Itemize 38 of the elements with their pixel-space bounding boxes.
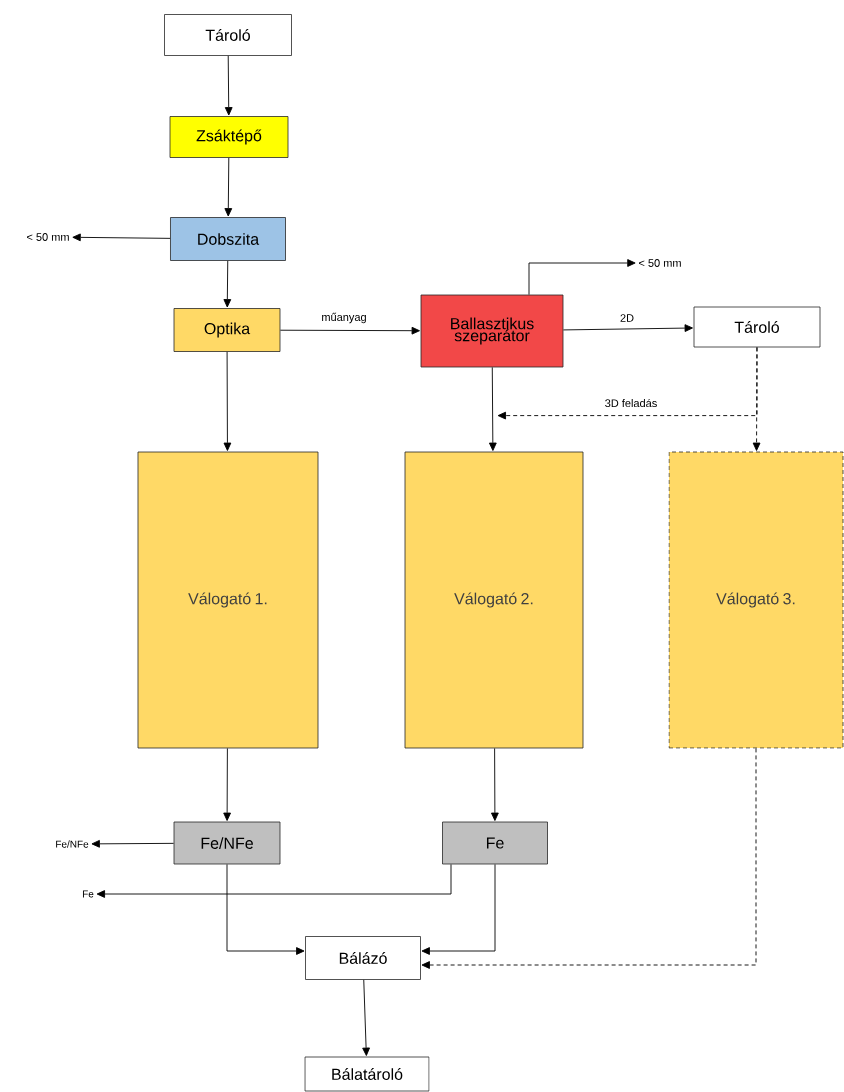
arrow — [224, 157, 233, 217]
edge-label: műanyag — [320, 311, 368, 325]
arrow — [96, 863, 452, 898]
arrow — [279, 326, 420, 335]
edge-label: 2D — [618, 313, 636, 323]
output-label: Fe — [83, 890, 94, 898]
process-box: Dobszita — [170, 217, 286, 261]
output-label: < 50 mm — [639, 259, 681, 267]
process-box: Optika — [173, 308, 281, 352]
process-box: Zsáktépő — [169, 116, 289, 158]
arrow — [421, 747, 757, 969]
process-box: Válogató 3. — [668, 451, 844, 749]
arrow — [91, 839, 175, 848]
process-box: Fe — [442, 821, 548, 865]
output-label: < 50 mm — [27, 233, 69, 241]
arrow — [362, 979, 370, 1056]
process-box: Tároló — [693, 306, 821, 348]
process-box: Válogató 2. — [404, 451, 584, 749]
output-label: Fe/NFe — [56, 840, 89, 848]
arrow — [562, 324, 693, 332]
arrow — [224, 55, 233, 116]
edge-label: 3D feladás — [603, 397, 659, 409]
process-box: Válogató 1. — [137, 451, 319, 749]
arrow — [488, 366, 497, 451]
arrow — [226, 863, 305, 955]
process-box: Tároló — [164, 14, 292, 56]
process-box: Fe/NFe — [173, 821, 281, 865]
process-box: Ballasztikus szeparátor — [420, 294, 564, 368]
arrow — [223, 260, 232, 308]
arrow — [223, 351, 232, 451]
process-box: Bálázó — [305, 936, 421, 980]
arrow — [752, 346, 761, 451]
arrow — [491, 747, 499, 821]
arrow — [72, 233, 171, 242]
arrow — [421, 863, 496, 955]
arrow — [223, 747, 231, 821]
arrow — [528, 259, 636, 296]
process-box: Bálatároló — [304, 1056, 430, 1092]
